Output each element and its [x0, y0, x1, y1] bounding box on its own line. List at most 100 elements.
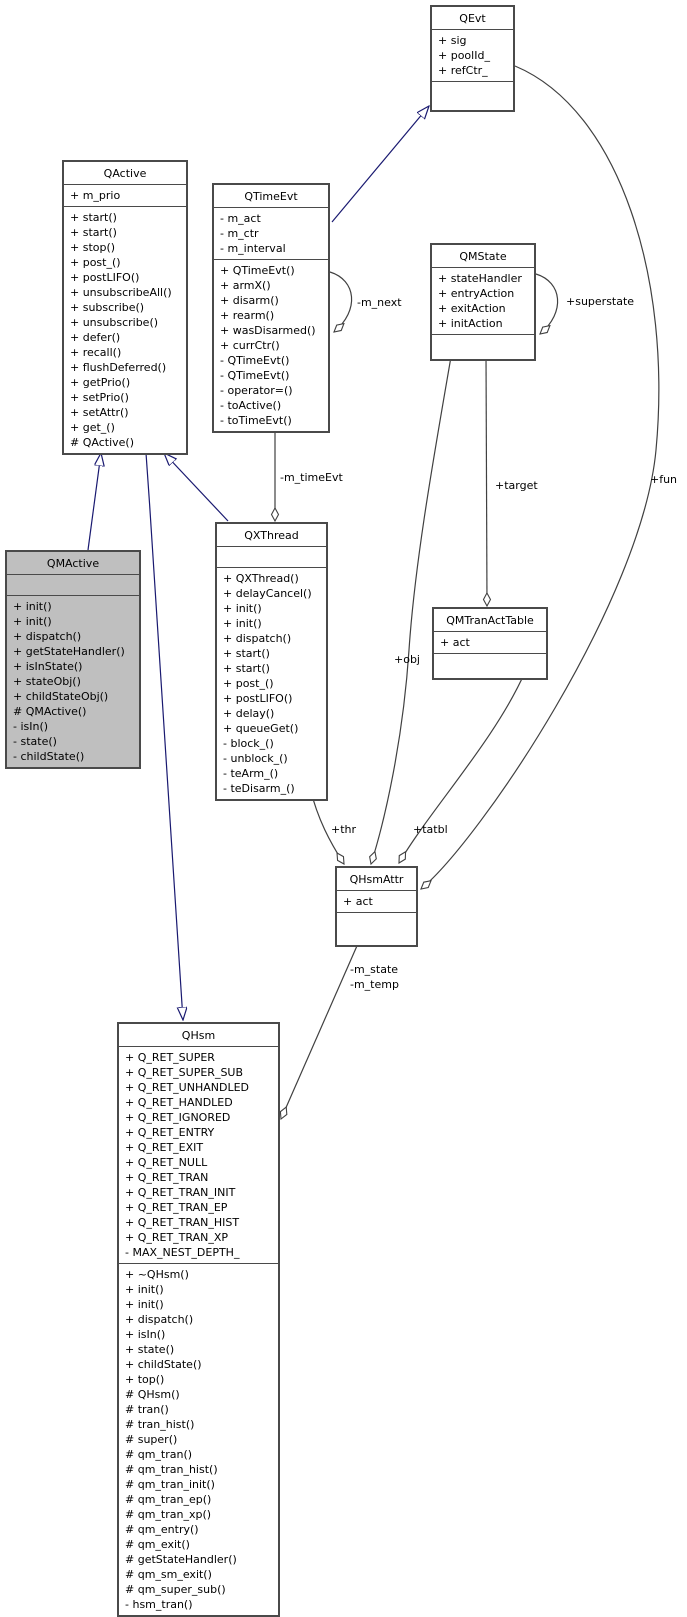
class-box-qmactive[interactable]: QMActive + init()+ init()+ dispatch()+ ge…	[5, 550, 141, 769]
member-row: + Q_RET_ENTRY	[125, 1126, 215, 1139]
class-box-qevt[interactable]: QEvt+ sig+ poolId_+ refCtr_	[430, 5, 515, 112]
class-title-qmstate: QMState	[432, 245, 534, 268]
class-box-qmstate[interactable]: QMState+ stateHandler+ entryAction+ exit…	[430, 243, 536, 361]
member-row: + act	[440, 636, 470, 649]
member-row: # qm_tran()	[125, 1448, 193, 1461]
member-row: + recall()	[70, 346, 122, 359]
edge-qmactive-to-qactive	[87, 453, 101, 551]
member-row: + armX()	[220, 279, 271, 292]
member-row: # tran()	[125, 1403, 169, 1416]
member-row: + Q_RET_UNHANDLED	[125, 1081, 250, 1094]
edge-qmtranacttable-to-qhsmattr	[399, 671, 526, 863]
member-row: + ~QHsm()	[125, 1268, 189, 1281]
edge-qhsmattr-to-qhsm	[281, 938, 361, 1119]
member-row: # qm_tran_xp()	[125, 1508, 212, 1521]
member-row: # qm_super_sub()	[125, 1583, 226, 1596]
member-row: - MAX_NEST_DEPTH_	[125, 1246, 240, 1259]
methods-section-qevt	[432, 82, 513, 110]
member-row: + setAttr()	[70, 406, 129, 419]
attributes-section-qxthread	[217, 547, 326, 568]
member-row: # QActive()	[70, 436, 134, 449]
member-row: + disarm()	[220, 294, 279, 307]
member-row: + init()	[125, 1298, 164, 1311]
methods-section-qactive: + start()+ start()+ stop()+ post_()+ pos…	[64, 207, 186, 453]
edge-qmstate-self	[535, 273, 559, 334]
member-row: + entryAction	[438, 287, 515, 300]
member-row: + stop()	[70, 241, 116, 254]
member-row: - operator=()	[220, 384, 293, 397]
member-row: - isIn()	[13, 720, 49, 733]
member-row: + getPrio()	[70, 376, 131, 389]
member-row: # qm_sm_exit()	[125, 1568, 212, 1581]
methods-section-qmstate	[432, 335, 534, 359]
member-row: + Q_RET_TRAN_XP	[125, 1231, 229, 1244]
member-row: + queueGet()	[223, 722, 299, 735]
member-row: + currCtr()	[220, 339, 280, 352]
methods-section-qmtranacttable	[434, 654, 546, 678]
member-row: - QTimeEvt()	[220, 354, 290, 367]
member-row: + top()	[125, 1373, 165, 1386]
member-row: + dispatch()	[125, 1313, 194, 1326]
methods-section-qmactive: + init()+ init()+ dispatch()+ getStateHa…	[7, 596, 139, 767]
methods-section-qhsm: + ~QHsm()+ init()+ init()+ dispatch()+ i…	[119, 1264, 278, 1615]
member-row: - QTimeEvt()	[220, 369, 290, 382]
member-row: + stateObj()	[13, 675, 81, 688]
member-row: + get_()	[70, 421, 115, 434]
class-box-qhsmattr[interactable]: QHsmAttr+ act	[335, 866, 418, 947]
member-row: + start()	[223, 647, 270, 660]
member-row: + rearm()	[220, 309, 275, 322]
class-box-qtimeevt[interactable]: QTimeEvt- m_act- m_ctr- m_interval+ QTim…	[212, 183, 330, 433]
class-box-qmtranacttable[interactable]: QMTranActTable + act	[432, 607, 548, 680]
member-row: + isIn()	[125, 1328, 166, 1341]
member-row: # QMActive()	[13, 705, 87, 718]
member-row: + flushDeferred()	[70, 361, 167, 374]
member-row: + Q_RET_NULL	[125, 1156, 208, 1169]
attributes-section-qhsm: + Q_RET_SUPER+ Q_RET_SUPER_SUB+ Q_RET_UN…	[119, 1047, 278, 1264]
member-row: # getStateHandler()	[125, 1553, 237, 1566]
member-row: + start()	[70, 211, 117, 224]
class-title-qmactive: QMActive	[7, 552, 139, 575]
member-row: - teArm_()	[223, 767, 279, 780]
member-row: + childStateObj()	[13, 690, 109, 703]
member-row: + state()	[125, 1343, 175, 1356]
member-row: + start()	[70, 226, 117, 239]
member-row: + initAction	[438, 317, 503, 330]
class-title-qevt: QEvt	[432, 7, 513, 30]
member-row: + init()	[223, 617, 262, 630]
member-row: - childState()	[13, 750, 85, 763]
member-row: + postLIFO()	[70, 271, 140, 284]
member-row: - teDisarm_()	[223, 782, 295, 795]
class-box-qxthread[interactable]: QXThread+ QXThread()+ delayCancel()+ ini…	[215, 522, 328, 801]
attributes-section-qactive: + m_prio	[64, 185, 186, 207]
member-row: - hsm_tran()	[125, 1598, 193, 1611]
member-row: + childState()	[125, 1358, 202, 1371]
member-row: + unsubscribe()	[70, 316, 159, 329]
attributes-section-qmtranacttable: + act	[434, 632, 546, 654]
class-title-qmtranacttable: QMTranActTable	[434, 609, 546, 632]
member-row: + Q_RET_TRAN	[125, 1171, 209, 1184]
member-row: + poolId_	[438, 49, 490, 62]
class-title-qtimeevt: QTimeEvt	[214, 185, 328, 208]
member-row: + sig	[438, 34, 467, 47]
member-row: + m_prio	[70, 189, 121, 202]
edge-qxthread-to-qactive	[164, 453, 229, 522]
edge-qtimeevt-to-qevt	[331, 106, 429, 223]
member-row: + Q_RET_TRAN_HIST	[125, 1216, 240, 1229]
member-row: + Q_RET_HANDLED	[125, 1096, 233, 1109]
member-row: + dispatch()	[13, 630, 82, 643]
class-box-qhsm[interactable]: QHsm+ Q_RET_SUPER+ Q_RET_SUPER_SUB+ Q_RE…	[117, 1022, 280, 1617]
member-row: + QTimeEvt()	[220, 264, 295, 277]
member-row: + dispatch()	[223, 632, 292, 645]
class-box-qactive[interactable]: QActive+ m_prio+ start()+ start()+ stop(…	[62, 160, 188, 455]
member-row: + isInState()	[13, 660, 83, 673]
edge-qactive-to-qhsm	[145, 452, 183, 1020]
member-row: - m_act	[220, 212, 261, 225]
attributes-section-qevt: + sig+ poolId_+ refCtr_	[432, 30, 513, 82]
member-row: + postLIFO()	[223, 692, 293, 705]
member-row: + Q_RET_TRAN_INIT	[125, 1186, 236, 1199]
methods-section-qtimeevt: + QTimeEvt() + armX() + disarm() + rearm() +…	[214, 260, 328, 431]
member-row: # qm_tran_hist()	[125, 1463, 218, 1476]
attributes-section-qmactive	[7, 575, 139, 596]
